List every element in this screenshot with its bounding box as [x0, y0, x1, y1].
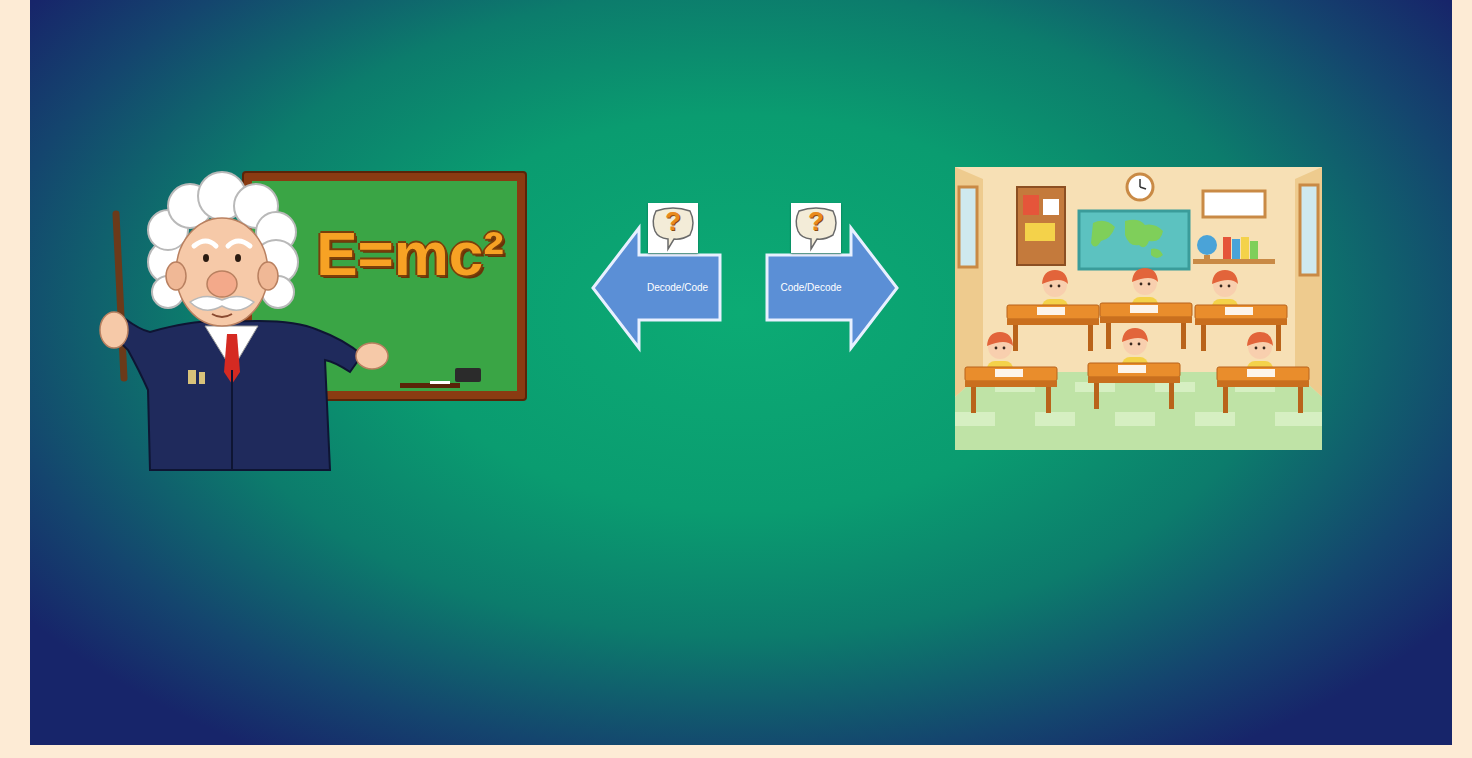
arrow-label-area: Code/Decode — [771, 255, 851, 320]
classroom-picture — [955, 167, 1322, 450]
arrow-label: Code/Decode — [780, 282, 841, 293]
question-icon: ? — [648, 203, 698, 253]
formula-text: E=mc² — [316, 218, 504, 289]
chalkboard-text-area: E=mc² — [243, 172, 526, 400]
question-icon: ? — [791, 203, 841, 253]
teacher-figure — [100, 172, 388, 470]
question-mark: ? — [791, 206, 841, 237]
arrow-label: Decode/Code — [647, 282, 708, 293]
arrow-label-area: Decode/Code — [639, 255, 716, 320]
question-mark: ? — [648, 206, 698, 237]
